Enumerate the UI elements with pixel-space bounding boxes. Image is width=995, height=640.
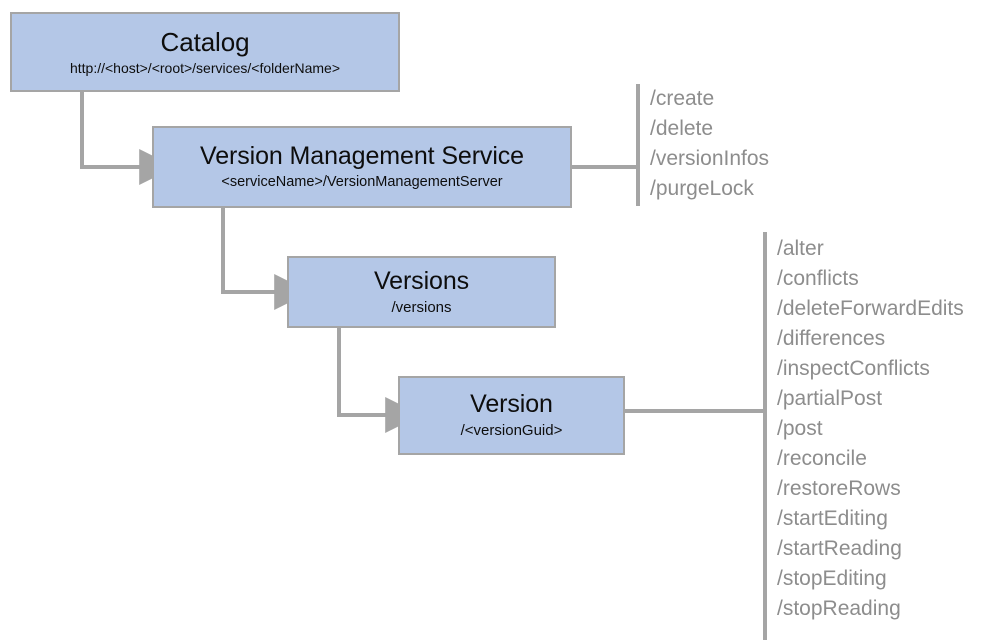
node-version-management-service[interactable]: Version Management Service <serviceName>…: [152, 126, 572, 208]
operation-item[interactable]: /restoreRows: [777, 477, 901, 500]
node-version-path: /<versionGuid>: [460, 422, 563, 440]
operation-item[interactable]: /purgeLock: [650, 177, 754, 200]
connector-version-to-operations: [625, 232, 767, 640]
node-version-management-service-path: <serviceName>/VersionManagementServer: [221, 174, 503, 191]
connector-service-to-operations: [572, 84, 640, 206]
operation-item[interactable]: /alter: [777, 237, 824, 260]
operation-item[interactable]: /startEditing: [777, 507, 888, 530]
connector-versions-to-version: [337, 328, 422, 433]
version-operations-group: /alter/conflicts/deleteForwardEdits/diff…: [777, 234, 964, 624]
operation-item[interactable]: /startReading: [777, 537, 902, 560]
operation-item[interactable]: /versionInfos: [650, 147, 770, 170]
operation-item[interactable]: /stopReading: [777, 597, 901, 620]
node-version[interactable]: Version /<versionGuid>: [398, 376, 625, 455]
operation-item[interactable]: /create: [650, 87, 715, 110]
node-catalog-title: Catalog: [160, 26, 250, 57]
version-operations-list: /alter/conflicts/deleteForwardEdits/diff…: [777, 234, 964, 624]
operation-item[interactable]: /conflicts: [777, 267, 859, 290]
node-versions[interactable]: Versions /versions: [287, 256, 556, 328]
operation-item[interactable]: /partialPost: [777, 387, 883, 410]
operation-item[interactable]: /differences: [777, 327, 886, 350]
operation-item[interactable]: /reconcile: [777, 447, 867, 470]
node-catalog[interactable]: Catalog http://<host>/<root>/services/<f…: [10, 12, 400, 92]
service-operations-group: /create/delete/versionInfos/purgeLock: [650, 84, 769, 204]
node-versions-title: Versions: [373, 266, 470, 295]
node-version-title: Version: [470, 390, 553, 419]
node-versions-path: /versions: [391, 298, 452, 316]
node-version-management-service-title: Version Management Service: [200, 142, 524, 171]
connector-catalog-to-service: [80, 92, 176, 185]
connector-service-to-versions: [221, 208, 311, 310]
operation-item[interactable]: /stopEditing: [777, 567, 887, 590]
operation-item[interactable]: /delete: [650, 117, 714, 140]
node-catalog-path: http://<host>/<root>/services/<folderNam…: [69, 59, 341, 76]
service-operations-list: /create/delete/versionInfos/purgeLock: [650, 84, 769, 204]
operation-item[interactable]: /post: [777, 417, 823, 440]
operation-item[interactable]: /deleteForwardEdits: [777, 297, 964, 320]
operation-item[interactable]: /inspectConflicts: [777, 357, 930, 380]
